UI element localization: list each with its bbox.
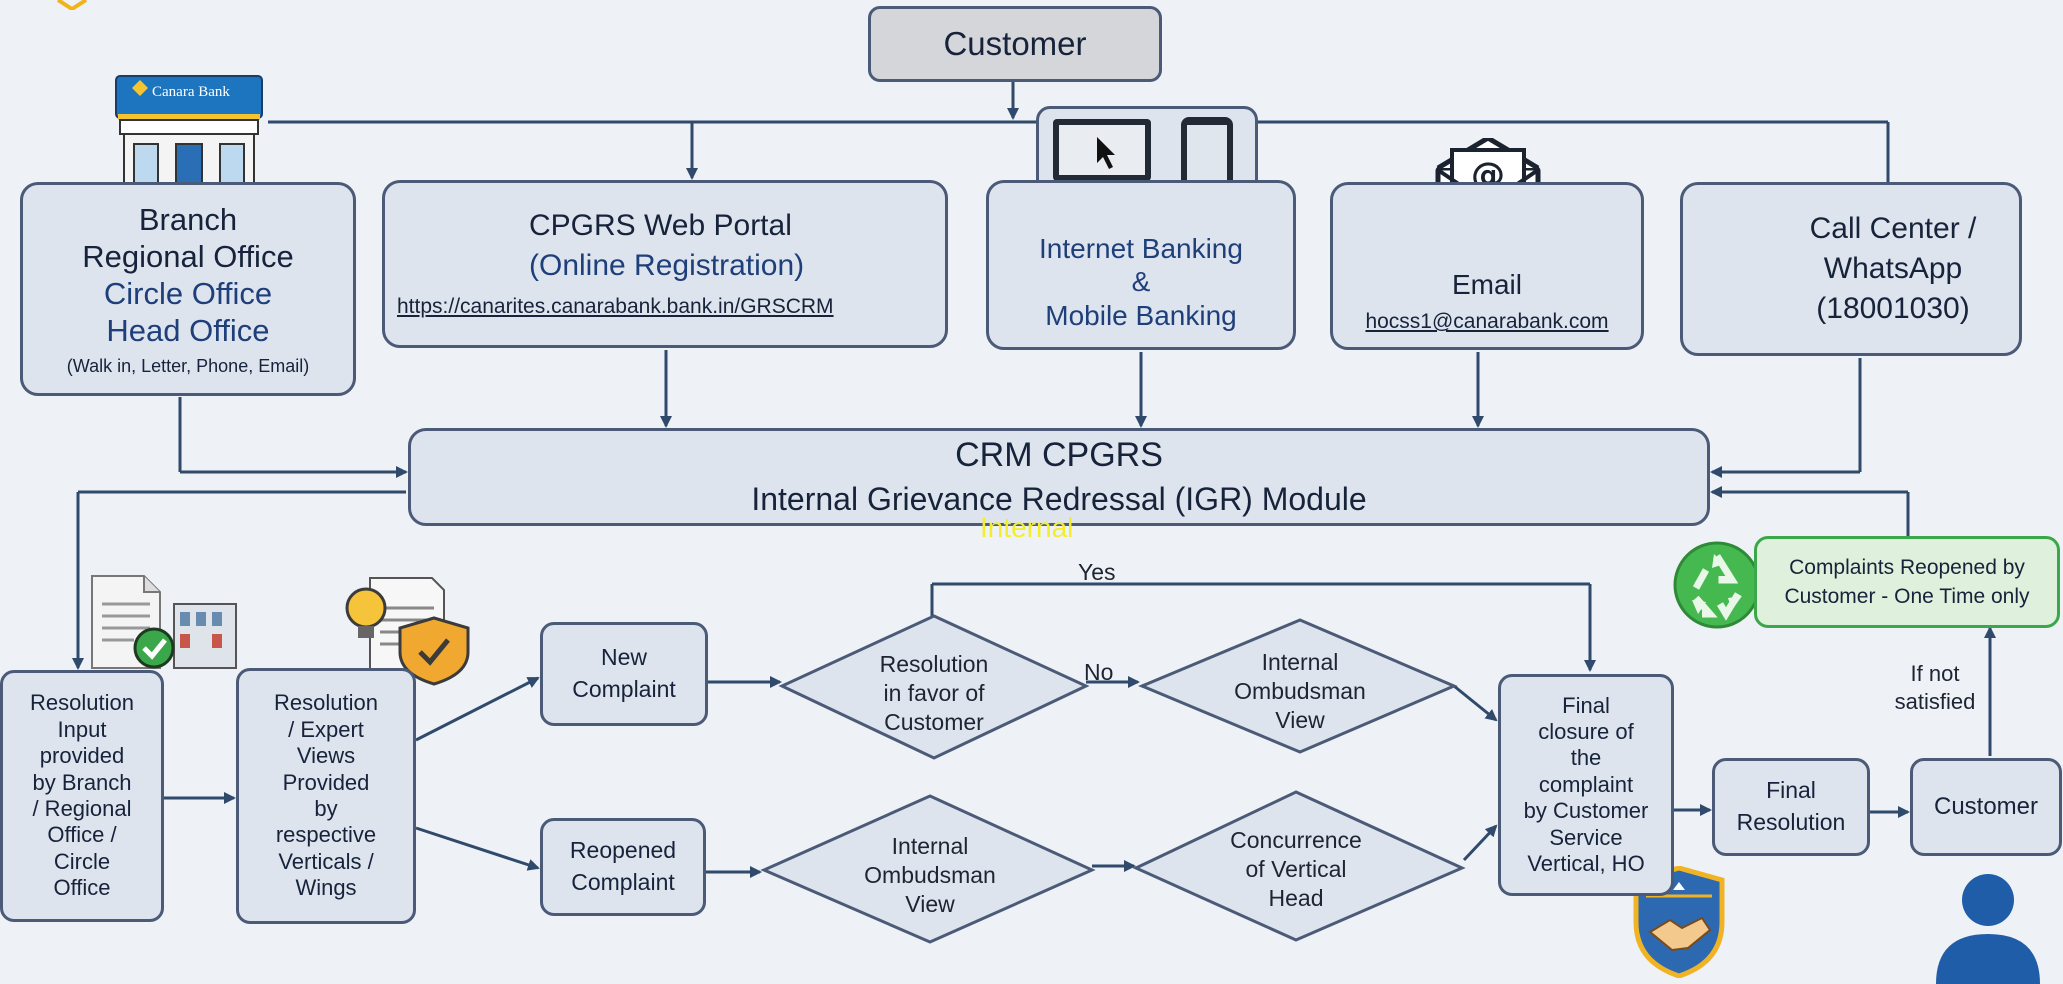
branch-box: Branch Regional Office Circle Office Hea… <box>20 182 356 396</box>
resolution-input-line: provided <box>39 743 125 769</box>
bank-branch-building-icon: Canara Bank <box>114 74 264 194</box>
final-closure-line: closure of <box>1538 719 1634 745</box>
final-resolution-line: Resolution <box>1736 809 1846 835</box>
reopened-complaint-box: Reopened Complaint <box>540 818 706 916</box>
concurrence-label: Concurrence of Vertical Head <box>1196 826 1396 912</box>
banking-line-1: Internet Banking <box>1039 232 1243 264</box>
customer-top-label: Customer <box>943 25 1087 63</box>
crm-igr-box: CRM CPGRS Internal Grievance Redressal (… <box>408 428 1710 526</box>
branch-line-1: Branch <box>138 201 238 237</box>
resolution-input-box: Resolution Input provided by Branch / Re… <box>0 670 164 922</box>
email-box: Email hocss1@canarabank.com <box>1330 182 1644 350</box>
branch-line-2: Regional Office <box>82 239 294 275</box>
expert-views-line: Provided <box>282 769 370 795</box>
concurrence-line: Concurrence <box>1230 827 1362 853</box>
logo-mark-icon <box>56 0 88 10</box>
ombudsman-bottom-line: Internal <box>891 833 969 859</box>
decision-favor-line: Resolution <box>879 651 989 677</box>
internal-watermark: Internal <box>980 512 1074 543</box>
not-satisfied-line: satisfied <box>1894 688 1976 714</box>
portal-title: CPGRS Web Portal <box>529 209 792 243</box>
customer-top-box: Customer <box>868 6 1162 82</box>
reopened-note-box: Complaints Reopened by Customer - One Ti… <box>1754 536 2060 628</box>
ombudsman-bottom-line: View <box>905 890 955 917</box>
yes-label: Yes <box>1078 559 1116 585</box>
final-resolution-box: Final Resolution <box>1712 758 1870 856</box>
portal-box: CPGRS Web Portal (Online Registration) h… <box>382 180 948 348</box>
callcenter-box: Call Center / WhatsApp (18001030) <box>1680 182 2022 356</box>
person-icon <box>1936 874 2040 984</box>
not-satisfied-line: If not <box>1910 661 1960 686</box>
expert-views-line: by <box>314 796 338 821</box>
decision-diamonds <box>760 614 1466 944</box>
decision-favor-label: Resolution in favor of Customer <box>834 650 1034 736</box>
final-resolution-line: Final <box>1766 777 1816 804</box>
final-closure-line: Final <box>1562 692 1610 718</box>
callcenter-line-2: WhatsApp <box>1823 252 1963 285</box>
new-complaint-box: New Complaint <box>540 622 708 726</box>
reopened-complaint-line: Complaint <box>571 869 675 895</box>
new-complaint-line: Complaint <box>572 676 676 702</box>
portal-url-link[interactable]: https://canarites.canarabank.bank.in/GRS… <box>397 295 834 319</box>
banking-line-3: Mobile Banking <box>1045 299 1237 331</box>
concurrence-line: Head <box>1268 884 1324 911</box>
ombudsman-bottom-label: Internal Ombudsman View <box>830 832 1030 918</box>
final-closure-box: Final closure of the complaint by Custom… <box>1498 674 1674 896</box>
final-closure-line: Service <box>1549 824 1623 850</box>
reopened-complaint-line: Reopened <box>569 837 677 864</box>
banking-line-2: & <box>1131 266 1151 298</box>
resolution-input-line: Office / <box>47 822 117 848</box>
email-address-link[interactable]: hocss1@canarabank.com <box>1365 310 1609 334</box>
ombudsman-top-line: View <box>1275 706 1325 733</box>
final-closure-line: complaint <box>1538 771 1634 797</box>
callcenter-line-1: Call Center / <box>1809 212 1977 245</box>
expert-views-icon <box>345 577 470 686</box>
branch-line-3: Circle Office <box>103 276 273 312</box>
bank-sign-text: Canara Bank <box>152 84 230 100</box>
concurrence-line: of Vertical <box>1245 855 1347 882</box>
expert-views-box: Resolution / Expert Views Provided by re… <box>236 668 416 924</box>
expert-views-line: Wings <box>295 875 357 901</box>
ombudsman-top-line: Internal <box>1261 649 1339 675</box>
reopened-note-line: Complaints Reopened by <box>1789 555 2025 579</box>
callcenter-line-3: (18001030) <box>1816 292 1970 325</box>
resolution-input-line: Resolution <box>30 690 134 716</box>
email-title: Email <box>1451 268 1522 300</box>
ombudsman-bottom-line: Ombudsman <box>864 861 996 888</box>
banking-box: Internet Banking & Mobile Banking <box>986 180 1296 350</box>
expert-views-line: Resolution <box>274 690 378 716</box>
ombudsman-top-label: Internal Ombudsman View <box>1200 648 1400 734</box>
ombudsman-top-line: Ombudsman <box>1234 677 1366 704</box>
no-label: No <box>1084 659 1114 685</box>
crm-line-2: Internal Grievance Redressal (IGR) Modul… <box>751 481 1367 518</box>
resolution-input-line: Circle <box>53 848 111 874</box>
final-closure-line: Vertical, HO <box>1527 850 1645 876</box>
new-complaint-line: New <box>600 644 647 671</box>
resolution-input-line: by Branch <box>32 769 132 795</box>
branch-line-4: Head Office <box>106 313 270 349</box>
documents-bank-icon <box>91 575 237 669</box>
recycle-icon <box>1673 541 1761 629</box>
expert-views-line: Verticals / <box>278 848 374 874</box>
decision-favor-line: in favor of <box>883 679 985 706</box>
if-not-satisfied-label: If not satisfied <box>1880 660 1990 715</box>
customer-bottom-box: Customer <box>1910 758 2062 856</box>
portal-subtitle: (Online Registration) <box>529 249 805 283</box>
resolution-input-line: Input <box>57 716 107 742</box>
reopened-note-line: Customer - One Time only <box>1784 585 2030 608</box>
resolution-input-line: Office <box>53 875 111 901</box>
branch-note: (Walk in, Letter, Phone, Email) <box>66 355 310 376</box>
expert-views-line: respective <box>275 822 377 848</box>
decision-favor-line: Customer <box>884 708 984 735</box>
final-closure-line: by Customer <box>1523 798 1649 824</box>
customer-bottom-label: Customer <box>1933 792 2039 820</box>
resolution-input-line: / Regional <box>32 796 132 821</box>
expert-views-line: / Expert <box>288 716 364 742</box>
final-closure-line: the <box>1570 745 1602 771</box>
crm-line-1: CRM CPGRS <box>955 436 1163 475</box>
expert-views-line: Views <box>296 743 356 769</box>
